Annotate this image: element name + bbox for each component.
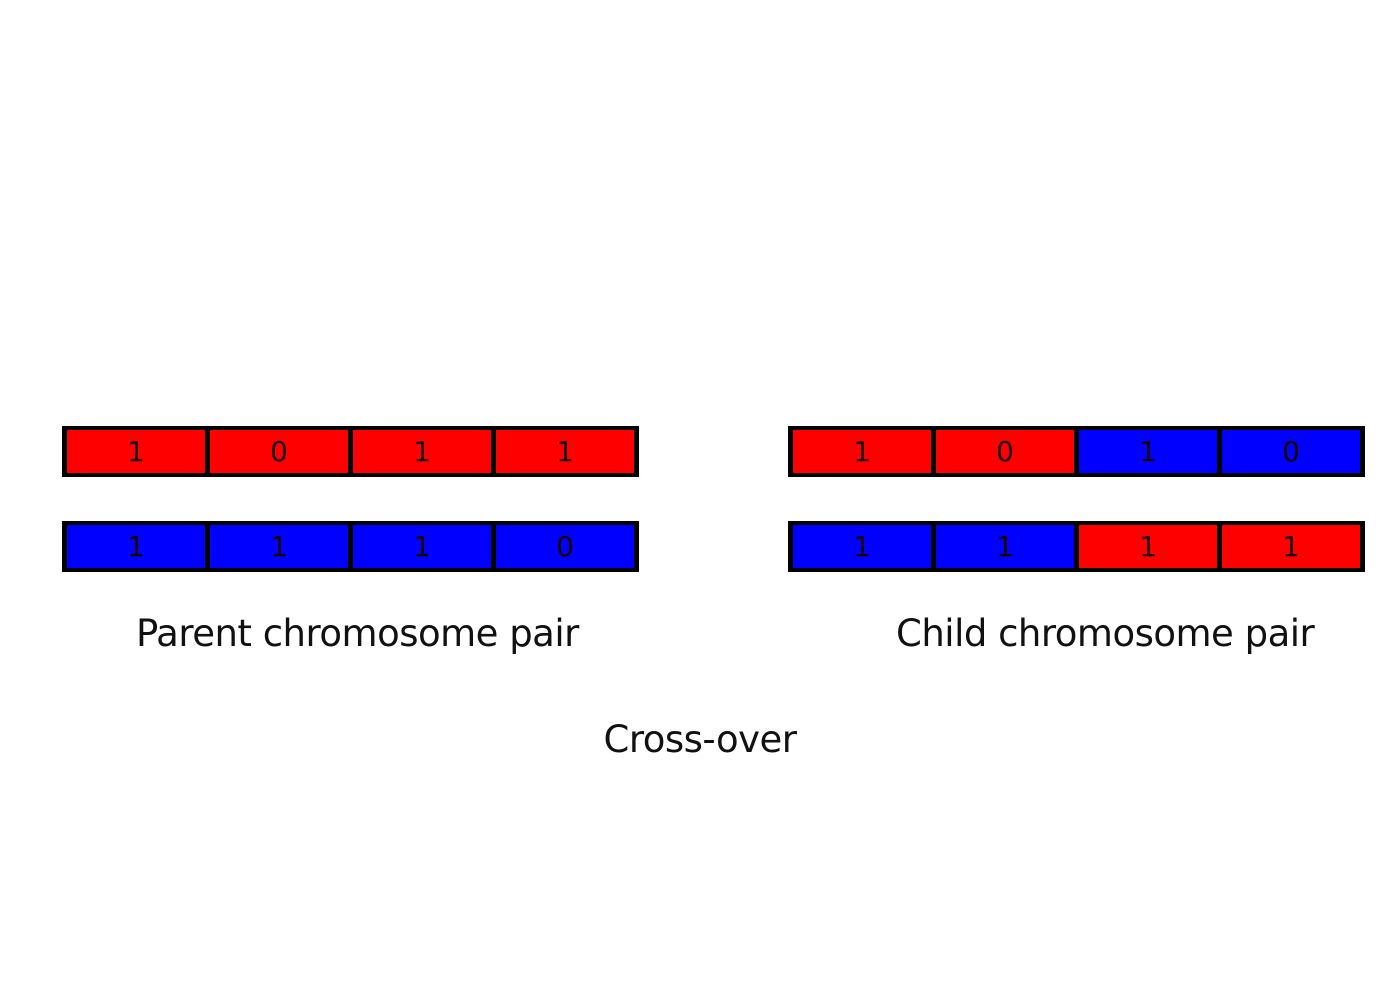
gene-cell: 1 [353,525,491,568]
gene-cell: 1 [1222,525,1360,568]
gene-cell: 1 [793,430,931,473]
child-chromosome-2: 1 1 1 1 [788,521,1365,572]
child-chromosome-1: 1 0 1 0 [788,426,1365,477]
parent-chromosome-2: 1 1 1 0 [62,521,639,572]
child-pair-label: Child chromosome pair [896,612,1315,655]
gene-cell: 1 [210,525,348,568]
parent-pair-label: Parent chromosome pair [136,612,579,655]
parent-chromosome-1: 1 0 1 1 [62,426,639,477]
gene-cell: 0 [1222,430,1360,473]
gene-cell: 0 [936,430,1074,473]
gene-cell: 0 [496,525,634,568]
gene-cell: 1 [793,525,931,568]
gene-cell: 1 [67,430,205,473]
gene-cell: 1 [1079,430,1217,473]
gene-cell: 0 [210,430,348,473]
crossover-title: Cross-over [603,718,797,761]
gene-cell: 1 [1079,525,1217,568]
gene-cell: 1 [936,525,1074,568]
gene-cell: 1 [67,525,205,568]
gene-cell: 1 [496,430,634,473]
gene-cell: 1 [353,430,491,473]
